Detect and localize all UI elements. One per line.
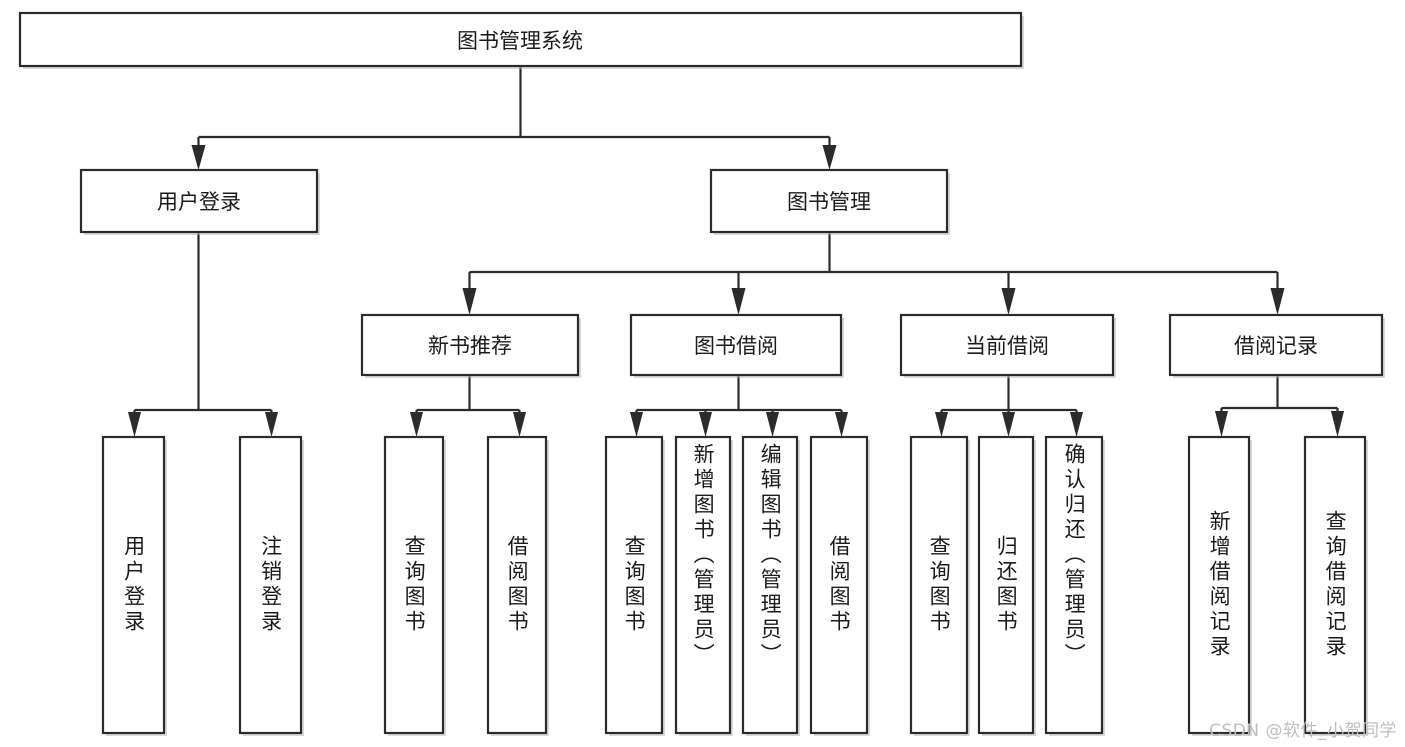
label-new-book-rec: 新书推荐 — [428, 334, 512, 358]
node-book-borrow[interactable] — [629, 313, 843, 377]
node-leaf-borrow-book-2[interactable] — [809, 435, 869, 735]
box-group — [18, 11, 1384, 735]
arrowhead-leaf-confirm-return — [1070, 412, 1083, 437]
arrowhead-leaf-borrow-book-1 — [513, 412, 526, 437]
node-leaf-user-login[interactable] — [101, 435, 166, 735]
label-borrow-record: 借阅记录 — [1234, 334, 1318, 358]
arrowhead-book-borrow — [731, 288, 746, 315]
arrowhead-borrow-record — [1270, 288, 1285, 315]
label-root: 图书管理系统 — [457, 29, 583, 53]
node-leaf-logout[interactable] — [238, 435, 303, 735]
node-leaf-query-book-2[interactable] — [604, 435, 664, 735]
arrowhead-leaf-edit-book — [766, 412, 779, 437]
label-user-login: 用户登录 — [157, 190, 241, 214]
node-root[interactable] — [18, 11, 1023, 68]
node-leaf-query-book-3[interactable] — [909, 435, 969, 735]
arrowhead-book-manage — [822, 145, 837, 170]
horizontal-label-group: 图书管理系统 用户登录 图书管理 新书推荐 图书借阅 当前借阅 借阅记录 — [157, 29, 1318, 358]
arrowhead-leaf-return-book — [1002, 412, 1015, 437]
node-leaf-add-book[interactable] — [674, 435, 732, 735]
arrowhead-new-book-rec — [462, 288, 477, 315]
arrowhead-leaf-query-record — [1331, 411, 1344, 437]
label-book-manage: 图书管理 — [787, 190, 871, 214]
node-new-book-rec[interactable] — [360, 313, 580, 377]
node-leaf-confirm-return[interactable] — [1044, 435, 1104, 735]
node-leaf-return-book[interactable] — [977, 435, 1035, 735]
node-leaf-borrow-book-1[interactable] — [486, 435, 548, 735]
node-leaf-query-record[interactable] — [1303, 435, 1367, 735]
node-book-manage[interactable] — [709, 168, 949, 234]
arrowhead-leaf-query-book-1 — [410, 412, 423, 437]
node-borrow-record[interactable] — [1168, 313, 1384, 377]
arrowhead-leaf-add-record — [1215, 411, 1228, 437]
arrowhead-leaf-logout — [265, 412, 278, 437]
label-current-borrow: 当前借阅 — [965, 334, 1049, 358]
arrowhead-current-borrow — [1001, 288, 1016, 315]
node-leaf-edit-book[interactable] — [741, 435, 799, 735]
arrowhead-leaf-query-book-3 — [935, 412, 948, 437]
arrowhead-leaf-borrow-book-2 — [835, 412, 848, 437]
arrowhead-leaf-user-login — [128, 412, 141, 437]
arrowhead-leaf-add-book — [699, 412, 712, 437]
arrowhead-leaf-query-book-2 — [630, 412, 643, 437]
node-leaf-add-record[interactable] — [1187, 435, 1251, 735]
arrowhead-user-login — [191, 145, 206, 170]
connector-group — [128, 66, 1344, 437]
node-user-login[interactable] — [79, 168, 319, 234]
label-book-borrow: 图书借阅 — [694, 334, 778, 358]
node-current-borrow[interactable] — [899, 313, 1115, 377]
node-leaf-query-book-1[interactable] — [383, 435, 445, 735]
